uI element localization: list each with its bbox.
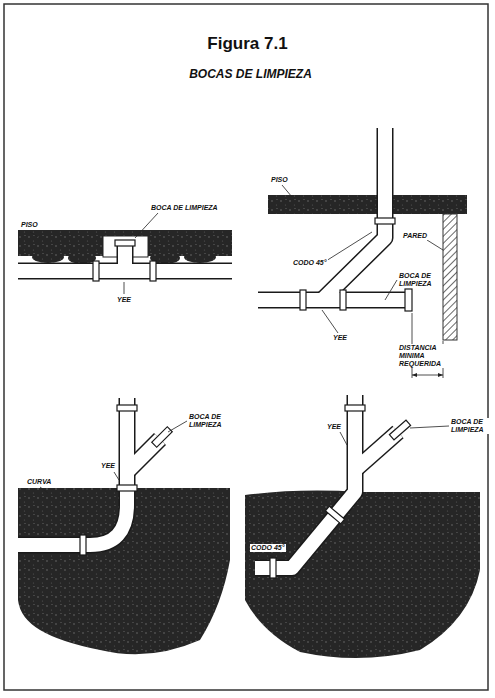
pipe-fittings xyxy=(80,218,412,578)
wall xyxy=(443,214,457,340)
pipe-body xyxy=(18,128,405,568)
part-label: YEE xyxy=(100,462,116,470)
part-label: PISO xyxy=(270,176,289,184)
part-label: YEE xyxy=(332,334,348,342)
part-label: BOCA DE LIMPIEZA xyxy=(450,418,490,434)
leader-lines xyxy=(30,185,449,558)
part-label: BOCA DE LIMPIEZA xyxy=(150,204,219,212)
figure-title: Figura 7.1 xyxy=(0,34,495,54)
part-label: YEE xyxy=(326,423,342,431)
part-label: CODO 45° xyxy=(250,544,286,552)
part-label: YEE xyxy=(116,296,132,304)
part-label: CURVA xyxy=(26,478,52,486)
part-label: BOCA DE LIMPIEZA xyxy=(188,413,236,429)
floor-slab xyxy=(268,195,467,214)
pipe-outline xyxy=(18,128,405,568)
dimension-label: DISTANCIA MINIMA REQUERIDA xyxy=(398,344,452,368)
part-label: PISO xyxy=(20,221,39,229)
page-frame xyxy=(4,4,488,690)
part-label: PARED xyxy=(402,232,428,240)
part-label: BOCA DE LIMPIEZA xyxy=(398,272,442,288)
figure-subtitle: BOCAS DE LIMPIEZA xyxy=(3,67,495,81)
dimension-arrows xyxy=(412,373,443,377)
part-label: CODO 45° xyxy=(292,259,328,267)
